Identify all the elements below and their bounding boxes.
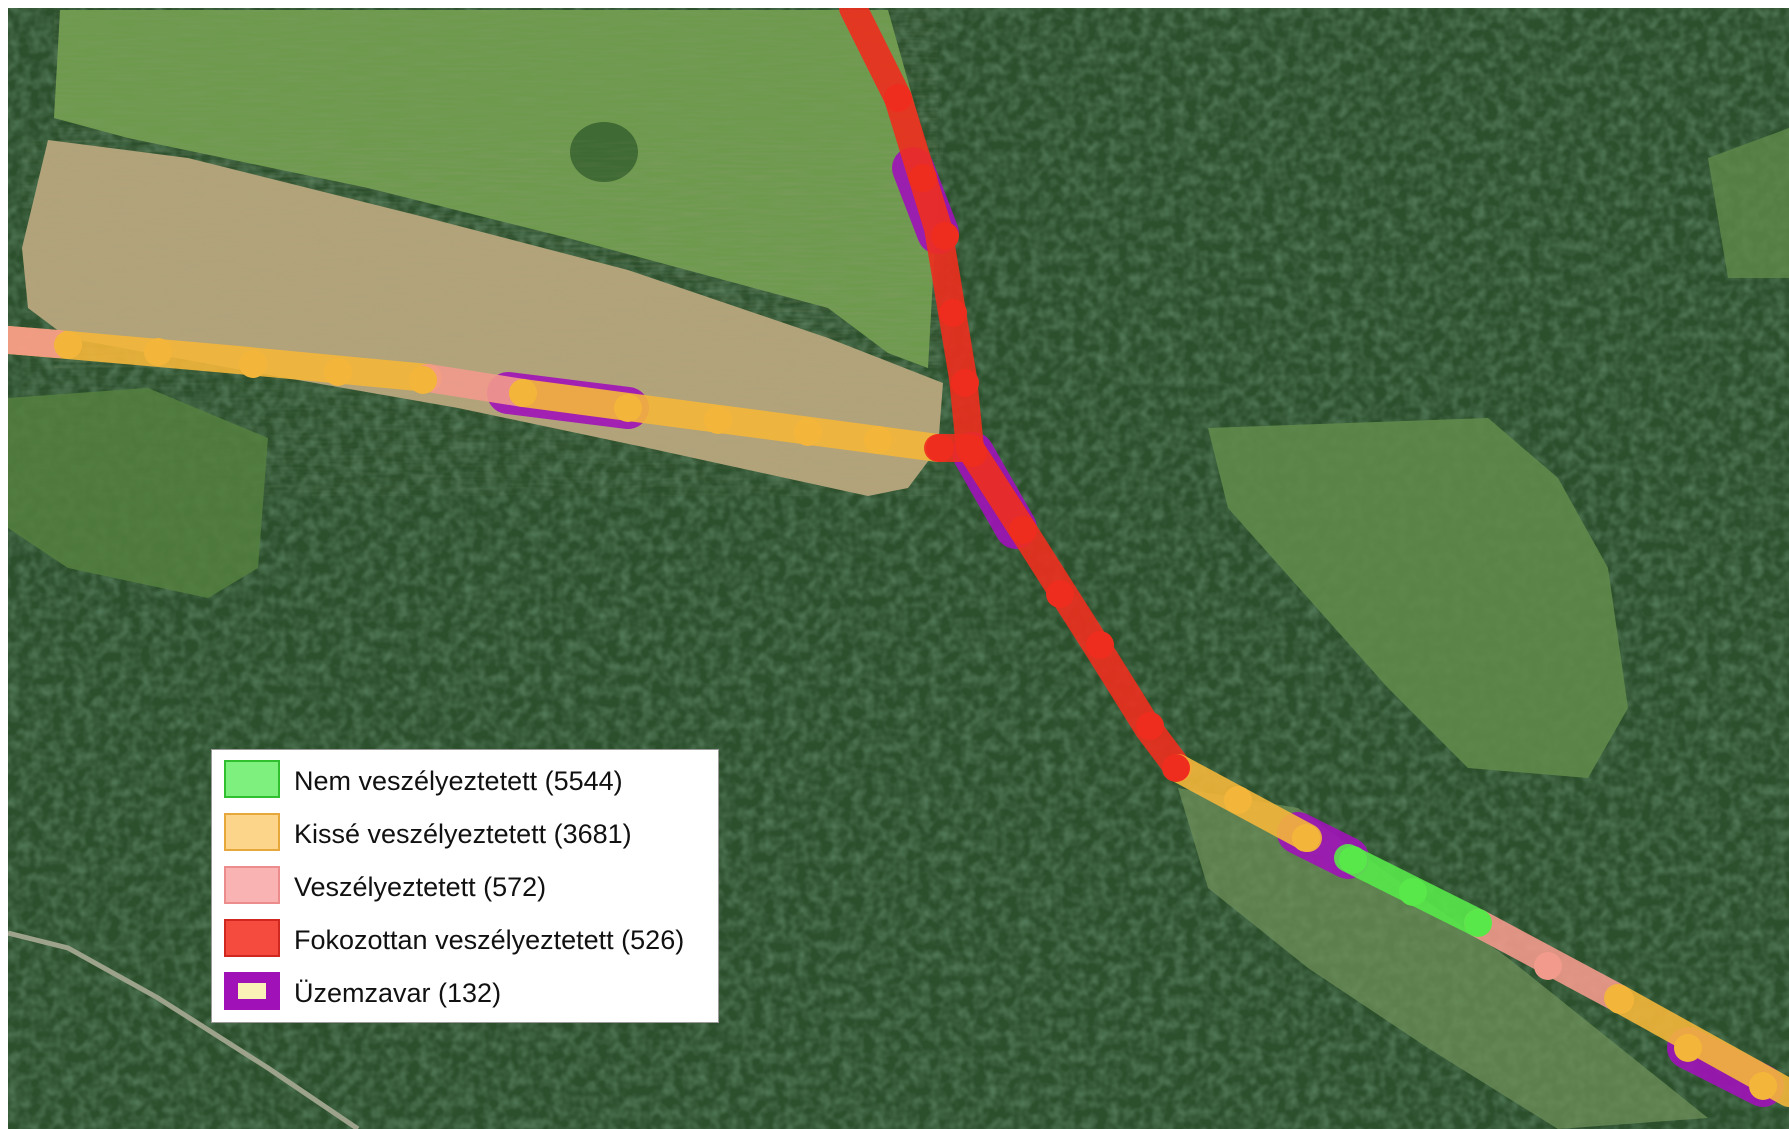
pylon-node[interactable] xyxy=(1046,580,1074,608)
legend-label: Üzemzavar (132) xyxy=(294,978,502,1008)
legend-swatch xyxy=(224,866,280,904)
pylon-node[interactable] xyxy=(959,439,987,467)
pylon-node[interactable] xyxy=(1162,754,1190,782)
pylon-node[interactable] xyxy=(864,426,892,454)
pylon-node[interactable] xyxy=(1674,1034,1702,1062)
pylon-node[interactable] xyxy=(614,394,642,422)
pylon-node[interactable] xyxy=(1136,712,1164,740)
pylon-node[interactable] xyxy=(704,406,732,434)
pylon-node[interactable] xyxy=(509,379,537,407)
map-legend: Nem veszélyeztetett (5544) Kissé veszélye… xyxy=(211,749,719,1023)
legend-item: Nem veszélyeztetett (5544) xyxy=(224,760,704,804)
pylon-node[interactable] xyxy=(1086,631,1114,659)
pylon-node[interactable] xyxy=(54,331,82,359)
pylon-node[interactable] xyxy=(931,222,959,250)
legend-item: Kissé veszélyeztetett (3681) xyxy=(224,813,704,857)
pylon-node[interactable] xyxy=(909,164,937,192)
legend-swatch xyxy=(224,972,280,1010)
aerial-map[interactable]: Nem veszélyeztetett (5544) Kissé veszélye… xyxy=(8,8,1789,1129)
field-tree-clump xyxy=(570,122,638,182)
clearing-right xyxy=(1208,418,1628,778)
clearing-top-right xyxy=(1708,128,1789,278)
pylon-node[interactable] xyxy=(1224,786,1252,814)
pylon-node[interactable] xyxy=(951,369,979,397)
legend-swatch-inner xyxy=(238,983,266,999)
pylon-node[interactable] xyxy=(1009,516,1037,544)
meadow-bottom-right xyxy=(1178,788,1708,1129)
line-segment-endangered[interactable] xyxy=(8,326,72,358)
legend-label: Veszélyeztetett (572) xyxy=(294,872,547,902)
green-field-texture xyxy=(54,10,938,368)
dirt-road xyxy=(8,930,360,1129)
legend-swatch xyxy=(224,919,280,957)
pylon-node[interactable] xyxy=(1606,986,1634,1014)
power-line-layer xyxy=(8,8,1789,1107)
pylon-node[interactable] xyxy=(239,350,267,378)
pylon-node[interactable] xyxy=(1749,1072,1777,1100)
pylon-node[interactable] xyxy=(1534,952,1562,980)
legend-label: Kissé veszélyeztetett (3681) xyxy=(294,819,632,849)
legend-item: Fokozottan veszélyeztetett (526) xyxy=(224,919,704,963)
legend-item: Üzemzavar (132) xyxy=(224,972,704,1016)
legend-label: Fokozottan veszélyeztetett (526) xyxy=(294,925,685,955)
legend-item: Veszélyeztetett (572) xyxy=(224,866,704,910)
pylon-node[interactable] xyxy=(1464,909,1492,937)
pylon-node[interactable] xyxy=(1292,824,1320,852)
line-segment-endangered[interactable] xyxy=(414,364,537,407)
legend-swatch xyxy=(224,760,280,798)
aerial-imagery[interactable] xyxy=(8,8,1789,1129)
pylon-node[interactable] xyxy=(926,434,954,462)
pylon-node[interactable] xyxy=(324,358,352,386)
pylon-node[interactable] xyxy=(884,84,912,112)
pylon-node[interactable] xyxy=(1399,878,1427,906)
legend-label: Nem veszélyeztetett (5544) xyxy=(294,766,623,796)
meadow-left xyxy=(8,388,268,598)
pylon-node[interactable] xyxy=(939,299,967,327)
pylon-node[interactable] xyxy=(1339,846,1367,874)
legend-swatch xyxy=(224,813,280,851)
pylon-node[interactable] xyxy=(409,366,437,394)
pylon-node[interactable] xyxy=(794,418,822,446)
pylon-node[interactable] xyxy=(144,338,172,366)
